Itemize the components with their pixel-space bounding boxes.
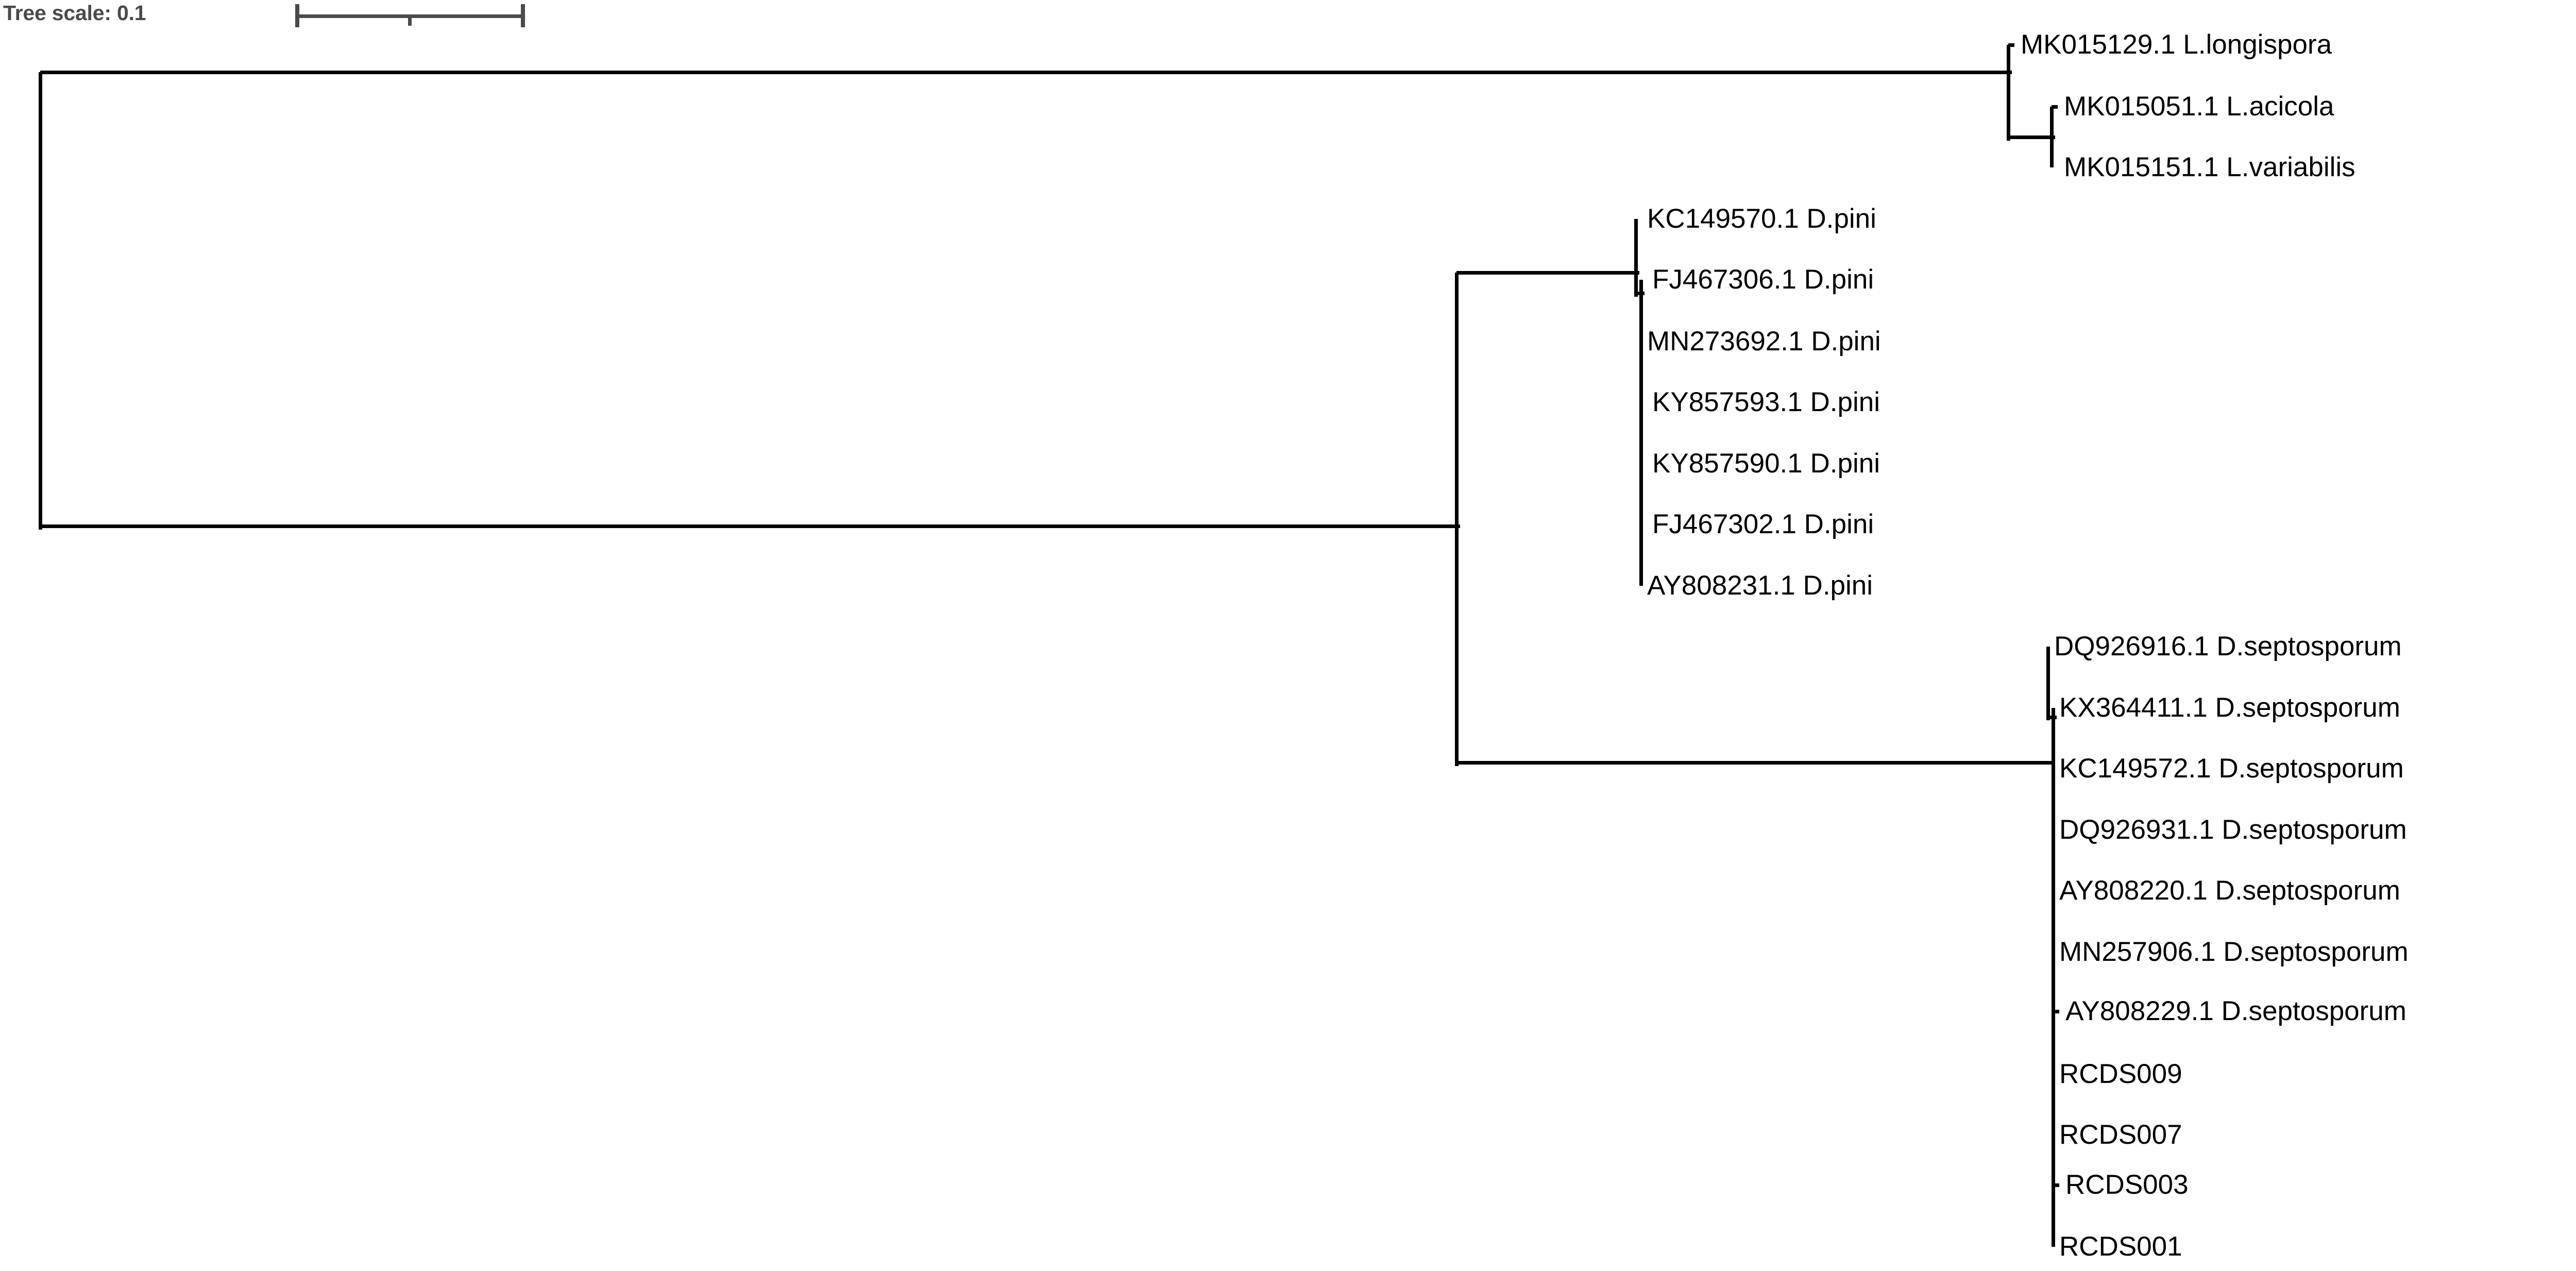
branch-dpini-subnode-stem xyxy=(1636,292,1645,295)
branch-lecanosticta-inner-vertical xyxy=(2050,107,2054,167)
branch-root-vertical xyxy=(39,72,42,530)
branch-dsepto-clade-vertical-b xyxy=(2052,708,2055,1247)
tip-label-kx364411: KX364411.1 D.septosporum xyxy=(2059,692,2400,723)
tip-label-mk015151: MK015151.1 L.variabilis xyxy=(2064,152,2355,182)
tree-scale-bar: Tree scale: 0.1 xyxy=(0,0,546,33)
branch-lecanosticta-tip-longispora xyxy=(2008,43,2014,47)
scale-bar-mid-tick xyxy=(408,17,412,26)
tip-label-ay808220: AY808220.1 D.septosporum xyxy=(2059,875,2400,906)
branch-root-branch-dothistroma xyxy=(40,524,1460,528)
tree-scale-label: Tree scale: 0.1 xyxy=(3,1,146,25)
tip-label-ay808231: AY808231.1 D.pini xyxy=(1647,570,1873,601)
tip-label-kc149570: KC149570.1 D.pini xyxy=(1647,204,1876,234)
tip-label-rcds003: RCDS003 xyxy=(2065,1170,2189,1200)
tip-label-mn273692: MN273692.1 D.pini xyxy=(1647,326,1881,357)
branch-dpini-stem xyxy=(1456,271,1639,275)
branch-dpini-clade-vertical-b xyxy=(1639,280,1643,586)
tip-label-ay808229: AY808229.1 D.septosporum xyxy=(2065,996,2406,1026)
branch-dsepto-tick-rcds003 xyxy=(2053,1183,2059,1187)
branch-dothistroma-node-vertical xyxy=(1455,273,1459,766)
branch-dsepto-subnode-stem xyxy=(2048,716,2057,719)
branch-dsepto-clade-vertical-a xyxy=(2046,647,2050,720)
branch-lecanosticta-inner-stem xyxy=(2008,135,2055,139)
branch-lecanosticta-tip-acicola xyxy=(2052,105,2058,109)
tip-label-fj467302: FJ467302.1 D.pini xyxy=(1652,509,1874,539)
branch-dsepto-stem xyxy=(1456,761,2052,765)
scale-bar-line xyxy=(295,14,525,18)
tip-label-ky857590: KY857590.1 D.pini xyxy=(1652,448,1880,479)
scale-bar-left-cap xyxy=(295,4,299,27)
branch-lecanosticta-node-vertical xyxy=(2007,45,2010,141)
tip-label-mn257906: MN257906.1 D.septosporum xyxy=(2059,937,2409,967)
branch-dsepto-tick-ay808229 xyxy=(2053,1010,2059,1013)
tip-label-mk015129: MK015129.1 L.longispora xyxy=(2021,29,2332,60)
tip-label-rcds009: RCDS009 xyxy=(2059,1059,2182,1089)
tip-label-fj467306: FJ467306.1 D.pini xyxy=(1652,264,1874,295)
scale-bar-right-cap xyxy=(521,4,525,27)
branch-root-branch-lecanosticta xyxy=(40,71,2012,74)
tip-label-dq926916: DQ926916.1 D.septosporum xyxy=(2054,631,2402,662)
branch-dpini-clade-vertical-a xyxy=(1634,219,1638,297)
tip-label-ky857593: KY857593.1 D.pini xyxy=(1652,387,1880,417)
tip-label-dq926931: DQ926931.1 D.septosporum xyxy=(2059,815,2407,845)
tip-label-rcds007: RCDS007 xyxy=(2059,1120,2182,1150)
tip-label-mk015051: MK015051.1 L.acicola xyxy=(2064,91,2334,122)
tip-label-rcds001: RCDS001 xyxy=(2059,1231,2182,1262)
tip-label-kc149572: KC149572.1 D.septosporum xyxy=(2059,753,2404,784)
